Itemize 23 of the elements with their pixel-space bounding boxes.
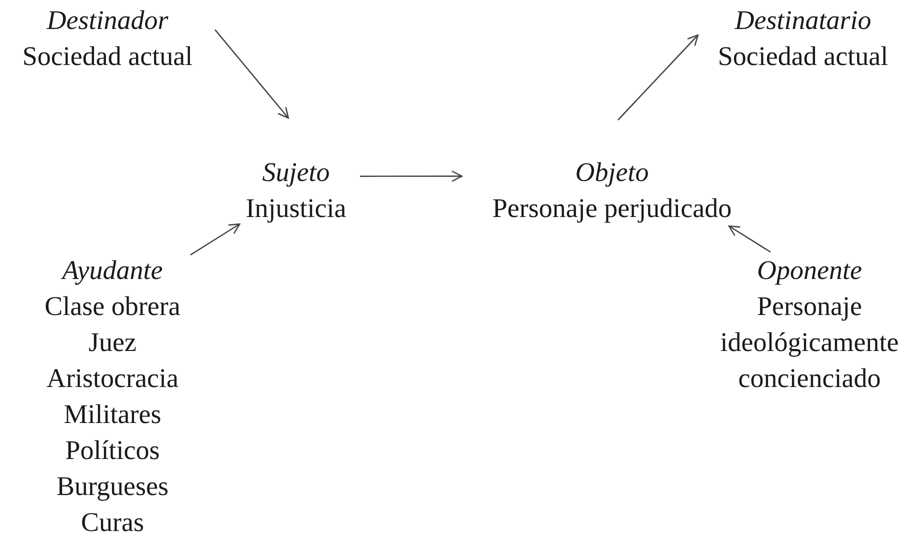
arrow bbox=[728, 225, 771, 253]
arrow bbox=[190, 223, 240, 256]
actant-role: Oponente bbox=[756, 254, 863, 287]
arrow bbox=[618, 34, 699, 120]
actant-role: Ayudante bbox=[60, 254, 164, 287]
actant-value: Sociedad actual bbox=[21, 40, 194, 73]
actant-value: Militares bbox=[62, 398, 162, 431]
actant-value: Burgueses bbox=[56, 470, 170, 503]
actant-value: Juez bbox=[88, 326, 138, 359]
arrow bbox=[360, 170, 463, 182]
actant-value: Sociedad actual bbox=[716, 40, 890, 73]
actant-value: Injusticia bbox=[244, 192, 348, 225]
actant-value: Aristocracia bbox=[46, 362, 180, 395]
actant-role: Destinador bbox=[46, 4, 170, 37]
actant-value: Personaje perjudicado bbox=[491, 192, 733, 225]
actant-value: Clase obrera bbox=[44, 290, 182, 323]
actant-role: Destinatario bbox=[734, 4, 872, 37]
actant-role: Objeto bbox=[574, 156, 650, 189]
actant-value: Personaje ideológicamente concienciado bbox=[719, 290, 900, 395]
arrow bbox=[214, 29, 289, 119]
actant-value: Políticos bbox=[64, 434, 161, 467]
actant-value: Curas bbox=[80, 506, 145, 539]
actant-role: Sujeto bbox=[261, 156, 331, 189]
